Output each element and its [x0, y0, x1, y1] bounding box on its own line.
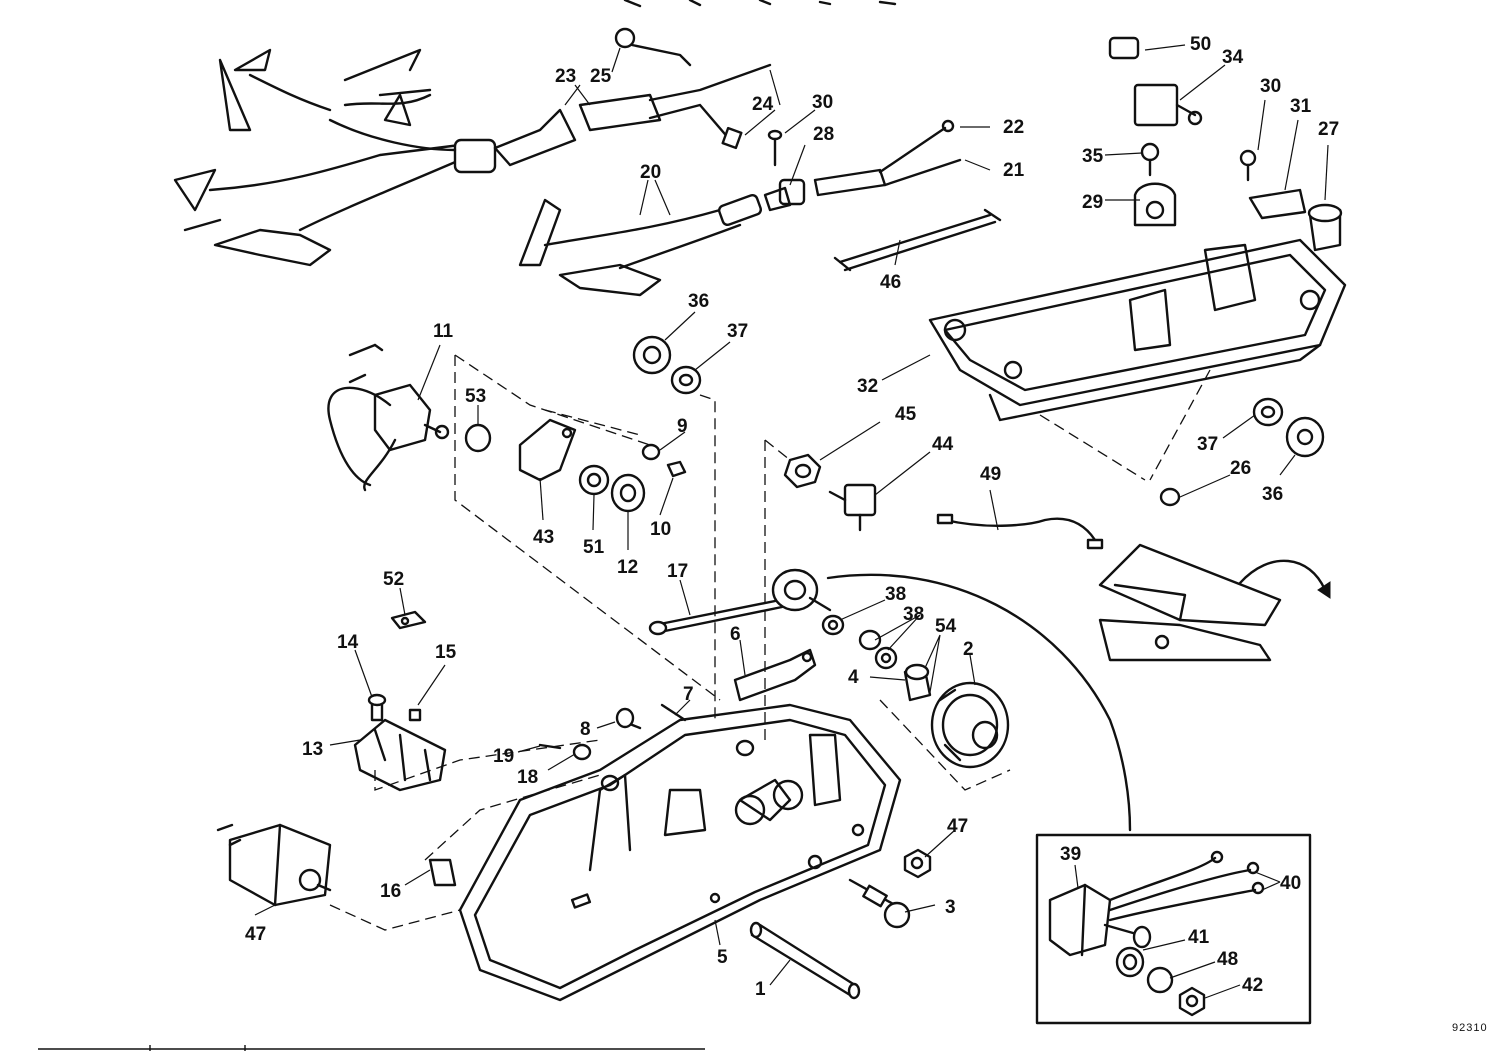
- callout-label: 41: [1188, 927, 1210, 948]
- callout-label: 51: [583, 537, 605, 558]
- callout-label: 22: [1003, 117, 1024, 138]
- callout-label: 49: [980, 464, 1001, 485]
- leader-lines: [254, 44, 1329, 999]
- callout-label: 47: [947, 816, 968, 837]
- callout-label: 25: [590, 66, 612, 87]
- lever-6: [733, 648, 817, 702]
- callout-label: 30: [1260, 76, 1281, 97]
- terminal-block-13: [353, 610, 687, 792]
- callout-label: 50: [1190, 34, 1211, 55]
- wire-leads: [763, 119, 962, 212]
- callout-label: 32: [857, 376, 878, 397]
- pin-1: [749, 921, 861, 1000]
- callout-label: 26: [1230, 458, 1251, 479]
- callout-label: 20: [640, 162, 661, 183]
- callout-label: 13: [302, 739, 323, 760]
- spacers-right: [1159, 397, 1325, 507]
- jumper-cable: [518, 193, 763, 297]
- callout-label: 45: [895, 404, 917, 425]
- callout-label: 39: [1060, 844, 1081, 865]
- callout-label: 46: [880, 272, 901, 293]
- spacers-center: [632, 335, 716, 720]
- callout-label: 17: [667, 561, 688, 582]
- callout-label: 6: [730, 624, 741, 645]
- callout-label: 23: [555, 66, 576, 87]
- clamp-31-plug-27: [1239, 149, 1343, 252]
- document-number: 92310: [1452, 1022, 1488, 1034]
- rod-17: [648, 598, 784, 636]
- callout-label: 9: [677, 416, 688, 437]
- callout-label: 15: [435, 642, 457, 663]
- callout-label: 37: [727, 321, 748, 342]
- callout-label: 12: [617, 557, 638, 578]
- callout-label: 38: [885, 584, 906, 605]
- callout-label: 38: [903, 604, 924, 625]
- callout-label: 3: [945, 897, 956, 918]
- callout-label: 11: [433, 321, 454, 342]
- callout-label: 30: [812, 92, 833, 113]
- callout-label: 36: [688, 291, 709, 312]
- header-remnant: [623, 0, 897, 8]
- bracket-parts: [464, 418, 687, 513]
- callout-label: 44: [932, 434, 954, 455]
- callout-label: 37: [1197, 434, 1218, 455]
- potentiometer-38: [771, 568, 1132, 832]
- callout-label: 2: [963, 639, 974, 660]
- callout-label: 10: [650, 519, 671, 540]
- callout-label: 42: [1242, 975, 1263, 996]
- foot-pedal: [1098, 543, 1331, 662]
- callout-label: 27: [1318, 119, 1339, 140]
- switch-inset: [1035, 833, 1312, 1025]
- callout-label: 43: [533, 527, 554, 548]
- callout-label: 48: [1217, 949, 1238, 970]
- switch-11: [327, 343, 450, 492]
- switch-assembly-top: [1108, 36, 1203, 227]
- nut-45-switch-44: [764, 439, 877, 740]
- wire-49: [936, 513, 1104, 550]
- bottom-rule: [38, 1045, 705, 1051]
- callout-label: 47: [245, 924, 266, 945]
- callout-label: 34: [1222, 47, 1244, 68]
- control-housing-5: [458, 703, 902, 1002]
- callout-label: 4: [848, 667, 859, 688]
- bolt-3-nut-47: [848, 848, 932, 929]
- callout-label: 14: [337, 632, 359, 653]
- callout-label: 53: [465, 386, 486, 407]
- callout-label: 40: [1280, 873, 1301, 894]
- callout-label: 18: [517, 767, 538, 788]
- battery-cable-assembly: [173, 27, 772, 267]
- callout-label: 5: [717, 947, 728, 968]
- breaker-47: [216, 774, 601, 931]
- assembly-lines-left: [454, 354, 721, 701]
- rod-46: [833, 208, 1002, 272]
- housing-32: [928, 238, 1347, 481]
- callout-label: 52: [383, 569, 404, 590]
- callout-label: 8: [580, 719, 591, 740]
- callout-label: 36: [1262, 484, 1283, 505]
- callout-label: 16: [380, 881, 401, 902]
- callout-label: 31: [1290, 96, 1312, 117]
- callout-label: 21: [1003, 160, 1025, 181]
- callout-label: 24: [752, 94, 774, 115]
- callout-label: 7: [683, 684, 694, 705]
- knob-assembly: [821, 614, 1011, 791]
- callout-label: 1: [755, 979, 766, 1000]
- callout-label: 54: [935, 616, 957, 637]
- callout-label: 35: [1082, 146, 1104, 167]
- callout-label: 29: [1082, 192, 1103, 213]
- callout-label: 19: [493, 746, 514, 767]
- callout-label: 28: [813, 124, 834, 145]
